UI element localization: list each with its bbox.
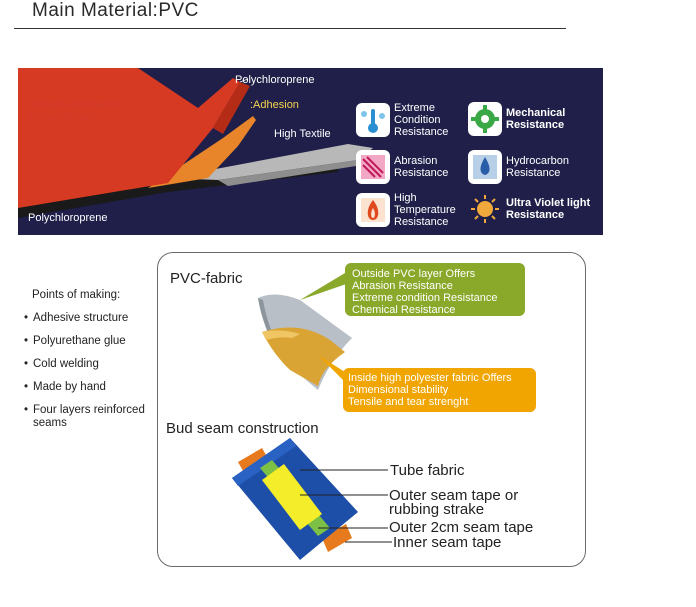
title-divider	[14, 28, 566, 29]
feature-text-line: Resistance	[394, 167, 449, 179]
material-layers-banner: Polychloroprene Chlorosulfonated Polyeth…	[18, 68, 603, 235]
feature-uv-light: Ultra Violet light Resistance	[468, 192, 590, 226]
sun-icon	[468, 192, 502, 226]
label-rubbing-strake: rubbing strake	[389, 501, 485, 518]
green-callout-line: Chemical Resistance	[352, 304, 456, 316]
list-item: •Polyurethane glue	[24, 335, 126, 347]
list-item: •Cold welding	[24, 358, 99, 370]
feature-text-line: Resistance	[394, 216, 449, 228]
feature-text-line: Mechanical	[506, 107, 566, 119]
feature-text-line: Resistance	[506, 167, 561, 179]
label-outer-2cm-seam-tape: Outer 2cm seam tape	[389, 519, 534, 536]
feature-extreme-condition: Extreme Condition Resistance	[356, 102, 448, 138]
feature-mechanical: Mechanical Resistance	[468, 102, 565, 136]
orange-callout-line: Tensile and tear strenght	[348, 396, 469, 408]
inside-polyester-callout	[343, 368, 536, 412]
feature-text-line: Temperature	[394, 204, 456, 216]
feature-text-line: Resistance	[506, 209, 565, 221]
label-chlorosulfonated: Chlorosulfonated	[30, 99, 122, 111]
bud-seam-title: Bud seam construction	[166, 420, 319, 437]
feature-text-line: Ultra Violet light	[506, 197, 591, 209]
list-item: •Made by hand	[24, 381, 106, 393]
list-item-text: Cold welding	[33, 358, 99, 370]
page-title: Main Material:PVC	[32, 0, 199, 21]
feature-high-temperature: High Temperature Resistance	[356, 192, 456, 228]
abrasion-icon	[356, 150, 390, 184]
list-item-text: seams	[33, 417, 67, 429]
label-polychloroprene-top: Polychloroprene	[235, 74, 315, 86]
label-high-textile: High Textile	[274, 128, 331, 140]
label-polyethylene: Polyethylene	[30, 111, 98, 123]
points-of-making: Points of making: •Adhesive structure •P…	[24, 289, 145, 440]
green-callout-line: Outside PVC layer Offers	[352, 268, 476, 280]
feature-text-line: High	[394, 192, 417, 204]
label-adhesion: :Adhesion	[250, 99, 299, 111]
list-item-text: Four layers reinforced	[33, 404, 145, 416]
feature-text-line: Resistance	[394, 126, 449, 138]
feature-hydrocarbon: Hydrocarbon Resistance	[468, 150, 569, 184]
label-polychloroprene-bottom: Polychloroprene	[28, 212, 108, 224]
feature-text-line: Resistance	[506, 119, 565, 131]
layers-illustration	[18, 68, 373, 218]
feature-text-line: Extreme	[394, 102, 435, 114]
green-callout-line: Abrasion Resistance	[352, 280, 453, 292]
feature-text-line: Condition	[394, 114, 441, 126]
green-callout-line: Extreme condition Resistance	[352, 292, 498, 304]
label-outer-seam-tape: Outer seam tape or	[389, 487, 519, 504]
feature-abrasion: Abrasion Resistance	[356, 150, 448, 184]
list-item-text: Made by hand	[33, 381, 106, 393]
orange-callout-line: Inside high polyester fabric Offers	[348, 372, 512, 384]
droplet-icon	[468, 150, 502, 184]
feature-text-line: Abrasion	[394, 155, 438, 167]
outside-pvc-callout	[345, 263, 525, 316]
list-item-text: Adhesive structure	[33, 312, 129, 324]
list-item: •Adhesive structure	[24, 312, 129, 324]
gear-icon	[468, 102, 502, 136]
label-tube-fabric: Tube fabric	[390, 462, 465, 479]
label-inner-seam-tape: Inner seam tape	[393, 534, 502, 551]
list-item-text: Polyurethane glue	[33, 335, 126, 347]
pvc-fabric-title: PVC-fabric	[170, 270, 243, 287]
construction-panel	[157, 252, 586, 567]
flame-icon	[356, 193, 390, 227]
orange-callout-line: Dimensional stability	[348, 384, 449, 396]
thermometer-icon	[356, 103, 390, 137]
feature-text-line: Hydrocarbon	[506, 155, 569, 167]
points-heading: Points of making:	[32, 289, 121, 301]
